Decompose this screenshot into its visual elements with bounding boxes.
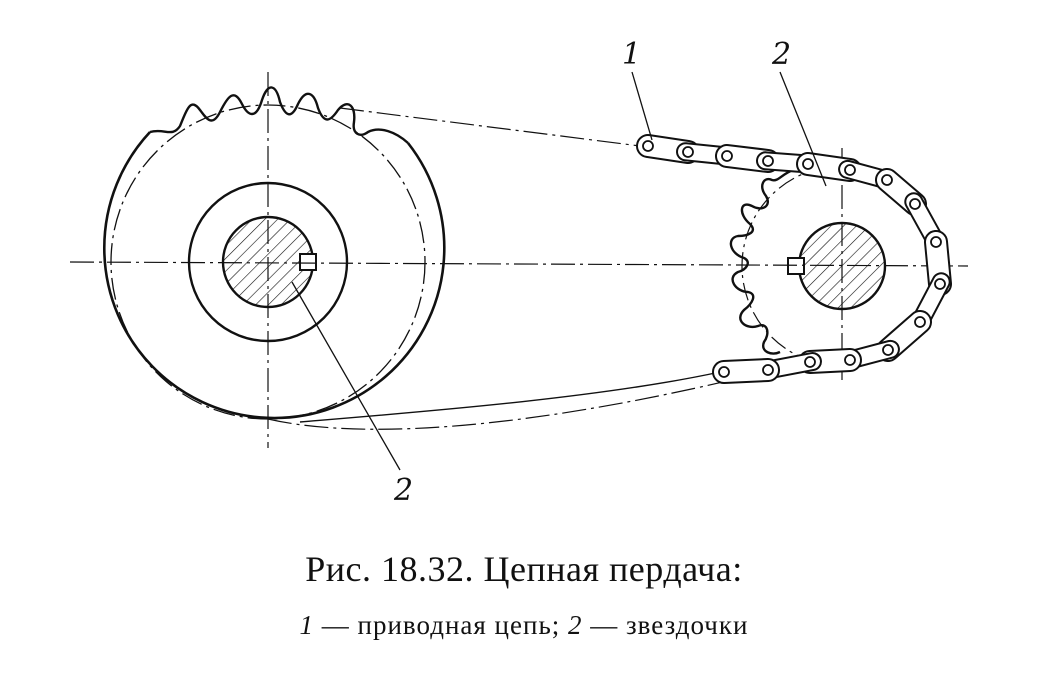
small-sprocket-teeth (729, 168, 794, 355)
chain-roller-pin (762, 155, 774, 167)
chain-roller-pin (718, 366, 730, 378)
chain-roller-pin (881, 174, 893, 186)
drive-chain (635, 133, 952, 385)
chain-roller-pin (909, 198, 921, 210)
chain-roller-pin (930, 236, 942, 248)
main-axis-line (69, 261, 969, 267)
chain-bottom-run-solid (299, 371, 721, 423)
leader-chain (631, 71, 653, 141)
chain-roller-pin (914, 316, 926, 328)
callout-left-sprocket: 2 (393, 473, 413, 508)
chain-roller-pin (844, 354, 856, 366)
callout-chain: 1 (622, 37, 641, 72)
right-shaft-key (787, 257, 805, 275)
callout-right-sprocket: 2 (771, 37, 791, 72)
chain-roller-pin (802, 158, 814, 170)
chain-top-run-line (339, 107, 641, 147)
chain-roller-pin (804, 356, 816, 368)
chain-link-plate (711, 357, 780, 385)
chain-roller-pin (682, 146, 694, 158)
legend-2-number: 2 (568, 610, 583, 640)
legend-1-text: — приводная цепь; (314, 610, 569, 640)
center-lines (69, 72, 969, 448)
legend-1-number: 1 (299, 610, 315, 640)
chain-roller-pin (934, 278, 946, 290)
figure-caption-title: Рис. 18.32. Цепная пердача: (305, 549, 743, 589)
left-shaft-key (299, 253, 317, 271)
chain-roller-pin (882, 344, 894, 356)
chain-roller-pin (762, 364, 774, 376)
leader-left-sprocket (291, 281, 401, 471)
legend-2-text: — звездочки (582, 610, 749, 640)
large-sprocket-teeth (149, 86, 409, 144)
chain-roller-pin (844, 164, 856, 176)
chain-roller-pin (721, 150, 733, 162)
large-sprocket-outline (102, 131, 446, 420)
figure-caption-legend: 1 — приводная цепь; 2 — звездочки (0, 610, 1048, 641)
chain-roller-pin (642, 140, 654, 152)
chain-bottom-run-line (267, 377, 741, 430)
leader-lines (291, 71, 827, 471)
leader-right-sprocket (779, 71, 827, 187)
